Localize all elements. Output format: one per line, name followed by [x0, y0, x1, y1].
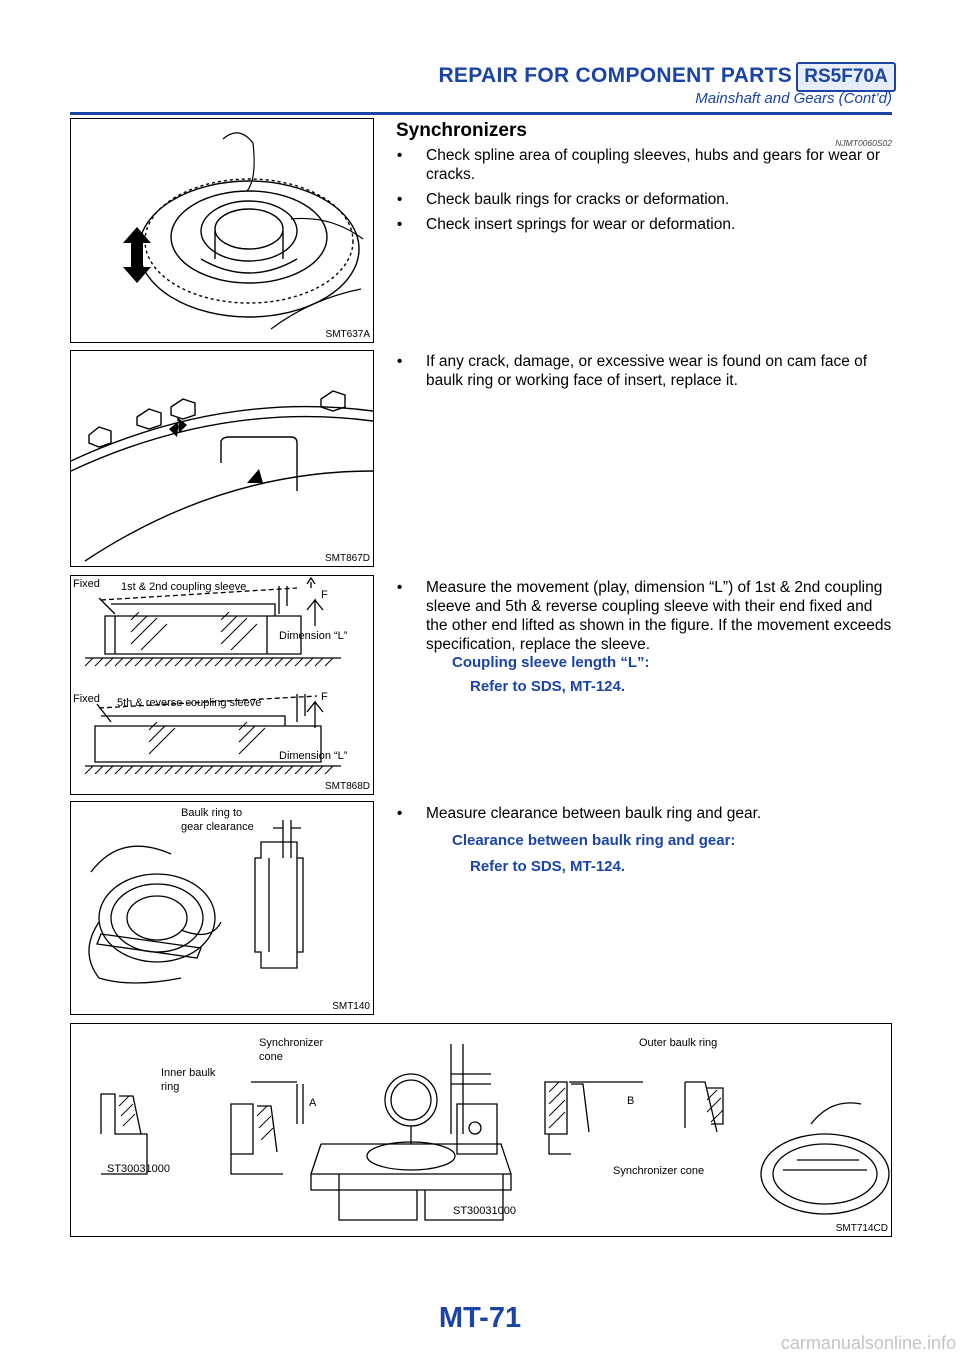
label-sync-cone-2: cone: [259, 1051, 283, 1063]
baulk-ring-wear-drawing: Inner baulk ring Synchronizer cone A ST3…: [100, 1037, 890, 1221]
label-sync-cone-3: Synchronizer cone: [613, 1165, 704, 1177]
label-a: A: [309, 1097, 317, 1109]
spec-value-clearance: Refer to SDS, MT-124.: [470, 858, 626, 875]
header-rule: [70, 112, 892, 115]
figure-baulk-ring-clearance: Baulk ring to gear clearance SMT140: [70, 801, 374, 1015]
label-tool-1: ST30031000: [107, 1163, 170, 1175]
baulk-ring-insert-drawing: [71, 390, 373, 562]
model-badge: RS5F70A: [796, 62, 896, 92]
label-b: B: [627, 1095, 634, 1107]
bullet-list-4: •Measure clearance between baulk ring an…: [396, 804, 892, 829]
page-number: MT-71: [438, 1302, 522, 1334]
label-sleeve-1: 1st & 2nd coupling sleeve: [121, 581, 246, 593]
figure-code: SMT714CD: [835, 1223, 888, 1234]
label-fixed-1: Fixed: [73, 578, 100, 590]
coupling-sleeve-play-drawing: Fixed 1st & 2nd coupling sleeve F Dimens…: [73, 576, 348, 775]
figure-code: SMT867D: [324, 553, 370, 564]
spec-label-sleeve-length: Coupling sleeve length “L”:: [452, 654, 650, 671]
label-inner-baulk-2: ring: [161, 1081, 179, 1093]
synchronizer-hub-drawing: [123, 132, 364, 330]
baulk-ring-clearance-drawing: Baulk ring to gear clearance: [88, 807, 304, 984]
label-clearance-line2: gear clearance: [181, 821, 254, 833]
bullet-list-1: •Check spline area of coupling sleeves, …: [396, 146, 892, 240]
page-header-subtitle: Mainshaft and Gears (Cont’d): [695, 90, 892, 107]
section-title: Synchronizers: [396, 120, 527, 141]
label-dimension-1: Dimension “L”: [279, 630, 348, 642]
label-tool-2: ST30031000: [453, 1205, 516, 1217]
section-code: NJMT0060S02: [835, 138, 892, 148]
label-outer-baulk: Outer baulk ring: [639, 1037, 717, 1049]
figure-coupling-sleeve-play: Fixed 1st & 2nd coupling sleeve F Dimens…: [70, 575, 374, 795]
list-item: •If any crack, damage, or excessive wear…: [397, 353, 868, 389]
watermark: carmanualsonline.info: [780, 1333, 956, 1353]
list-item: •Measure the movement (play, dimension “…: [397, 579, 892, 653]
section-header: Synchronizers: [396, 120, 892, 142]
label-inner-baulk-1: Inner baulk: [161, 1067, 216, 1079]
spec-label-clearance: Clearance between baulk ring and gear:: [452, 832, 736, 849]
spec-value-sleeve-length: Refer to SDS, MT-124.: [470, 678, 626, 695]
figure-baulk-ring-wear: Inner baulk ring Synchronizer cone A ST3…: [70, 1023, 892, 1237]
label-clearance-line1: Baulk ring to: [181, 807, 242, 819]
label-sleeve-2: 5th & reverse coupling sleeve: [117, 697, 261, 709]
bullet-list-3: •Measure the movement (play, dimension “…: [396, 578, 892, 660]
figure-code: SMT637A: [325, 329, 370, 340]
figure-code: SMT868D: [324, 781, 370, 792]
list-item: •Measure clearance between baulk ring an…: [397, 805, 762, 822]
figure-synchronizer-hub: SMT637A: [70, 118, 374, 343]
list-item: •Check spline area of coupling sleeves, …: [397, 147, 881, 183]
page-header-title: REPAIR FOR COMPONENT PARTS: [438, 64, 792, 87]
label-f-2: F: [321, 691, 328, 703]
figure-baulk-ring-insert: SMT867D: [70, 350, 374, 567]
label-dimension-2: Dimension “L”: [279, 750, 348, 762]
label-sync-cone-1: Synchronizer: [259, 1037, 324, 1049]
list-item: •Check insert springs for wear or deform…: [397, 216, 736, 233]
bullet-list-2: •If any crack, damage, or excessive wear…: [396, 352, 892, 396]
label-fixed-2: Fixed: [73, 693, 100, 705]
figure-code: SMT140: [332, 1001, 370, 1012]
list-item: •Check baulk rings for cracks or deforma…: [397, 191, 730, 208]
label-f-1: F: [321, 589, 328, 601]
